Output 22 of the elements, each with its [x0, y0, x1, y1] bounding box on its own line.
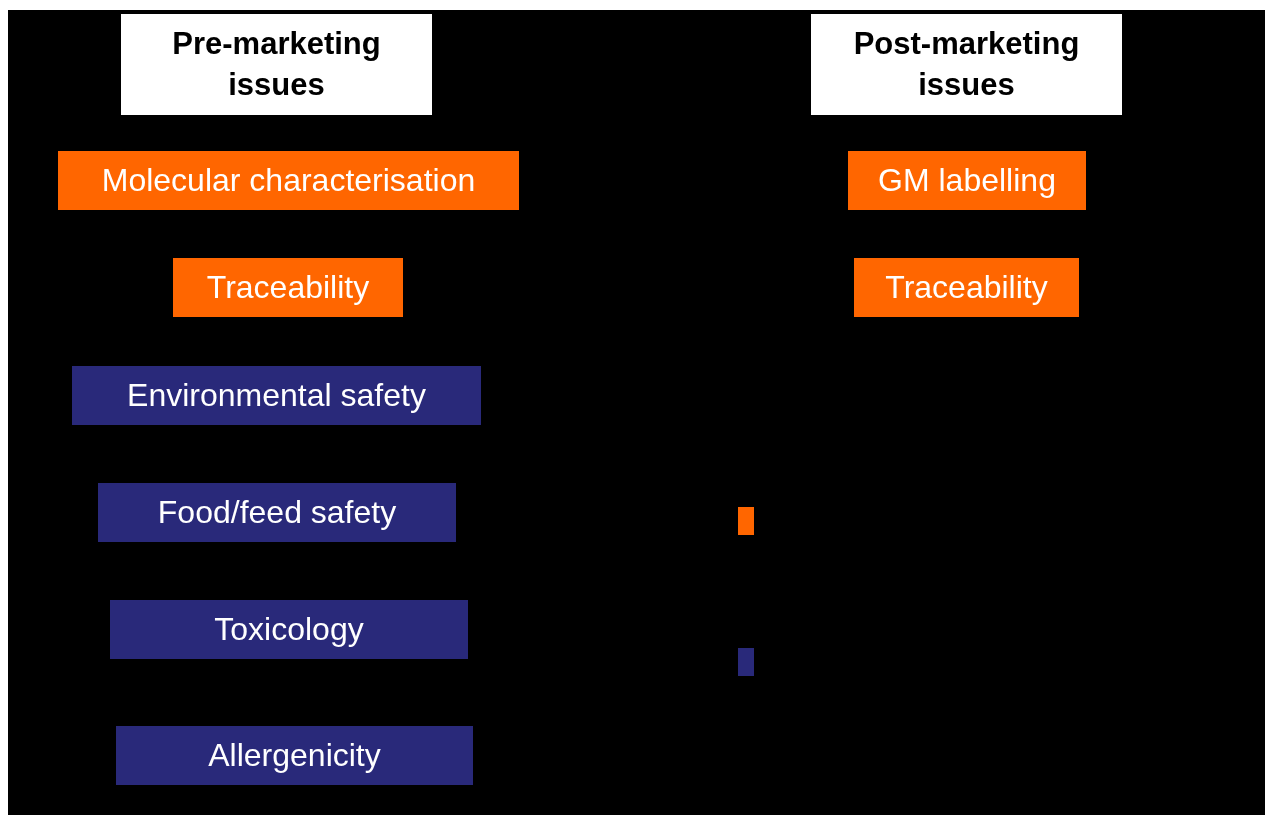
issue-box: [116, 726, 473, 785]
issue-label: Traceability: [206, 267, 370, 307]
issue-box: [72, 366, 481, 425]
heading-box: [811, 14, 1122, 115]
issue-box: [110, 600, 468, 659]
issue-label: Allergenicity: [208, 735, 381, 775]
issue-label: Molecular characterisation: [101, 160, 476, 200]
issue-label: Toxicology: [214, 609, 364, 649]
issue-label: Food/feed safety: [157, 492, 397, 532]
heading-text: Pre-marketing issues: [171, 25, 382, 104]
issue-label: GM labelling: [878, 160, 1056, 200]
heading-text: Post-marketing issues: [852, 25, 1081, 104]
color-swatch-box: [738, 648, 754, 676]
color-swatch-box: [738, 507, 754, 535]
issue-box: [58, 151, 519, 210]
issue-box: [173, 258, 403, 317]
issue-box: [854, 258, 1079, 317]
issue-label: Environmental safety: [127, 375, 426, 415]
issue-box: [98, 483, 456, 542]
heading-box: [121, 14, 432, 115]
issue-label: Traceability: [885, 267, 1048, 307]
issue-box: [848, 151, 1086, 210]
